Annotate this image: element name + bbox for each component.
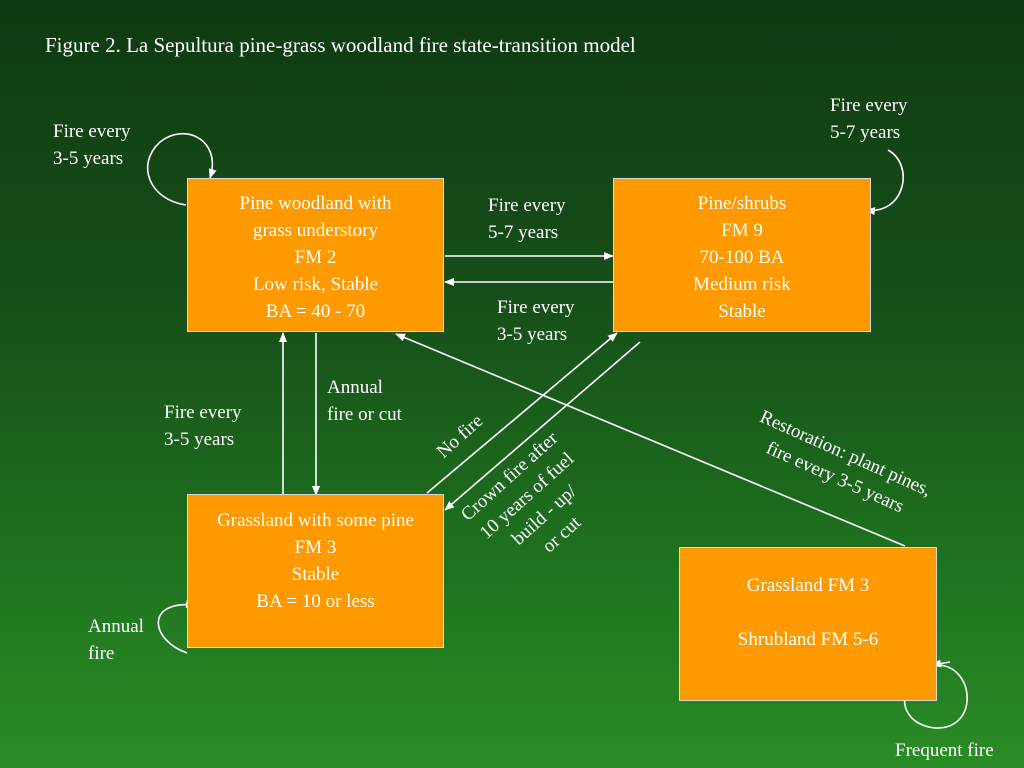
label-shrubs-to-woodland: Fire every 3-5 years [497, 297, 575, 345]
state-line: Pine/shrubs [697, 193, 787, 214]
figure-title: Figure 2. La Sepultura pine-grass woodla… [45, 33, 636, 57]
state-line: FM 9 [721, 220, 763, 241]
state-line: FM 3 [294, 537, 337, 558]
label-loop-pine-shrubs: Fire every 5-7 years [830, 95, 908, 143]
state-line: BA = 40 - 70 [265, 301, 366, 322]
state-line: Stable [291, 564, 340, 585]
state-line: Grassland FM 3 [746, 575, 870, 596]
arrow-shrubs-to-grassland [444, 341, 641, 511]
state-line: Shrubland FM 5-6 [737, 629, 879, 650]
arrow-restoration [395, 333, 906, 547]
state-line: BA = 10 or less [256, 591, 375, 612]
label-loop-pine-woodland: Fire every 3-5 years [53, 121, 131, 169]
loop-arrow-pine-woodland [146, 132, 217, 206]
loop-arrow-grassland [157, 600, 196, 654]
label-loop-grassland: Annual fire [88, 616, 144, 664]
loop-arrow-grassland-shrubland [903, 664, 968, 729]
label-woodland-to-grassland: Annual fire or cut [327, 377, 402, 425]
state-pine-shrubs: Pine/shrubs FM 9 70-100 BA Medium risk S… [613, 178, 871, 332]
state-line: Grassland with some pine [217, 510, 414, 531]
label-loop-grassland-shrubland: Frequent fire [895, 740, 994, 761]
state-line: Medium risk [693, 274, 791, 295]
state-pine-woodland: Pine woodland with grass understory FM 2… [187, 178, 444, 332]
arrow-grassland-to-shrubs [426, 332, 618, 494]
loop-arrow-pine-shrubs [865, 149, 904, 216]
state-line: Low risk, Stable [252, 274, 379, 295]
label-grassland-to-woodland: Fire every 3-5 years [164, 402, 242, 450]
state-line: grass understory [252, 220, 379, 241]
state-line: 70-100 BA [699, 247, 785, 268]
state-line: Stable [718, 301, 766, 322]
label-woodland-to-shrubs: Fire every 5-7 years [488, 195, 566, 243]
state-grassland-shrubland: Grassland FM 3 Shrubland FM 5-6 [679, 547, 937, 701]
state-grassland-some-pine: Grassland with some pine FM 3 Stable BA … [187, 494, 444, 648]
state-line: Pine woodland with [239, 193, 392, 214]
state-line: FM 2 [294, 247, 337, 268]
